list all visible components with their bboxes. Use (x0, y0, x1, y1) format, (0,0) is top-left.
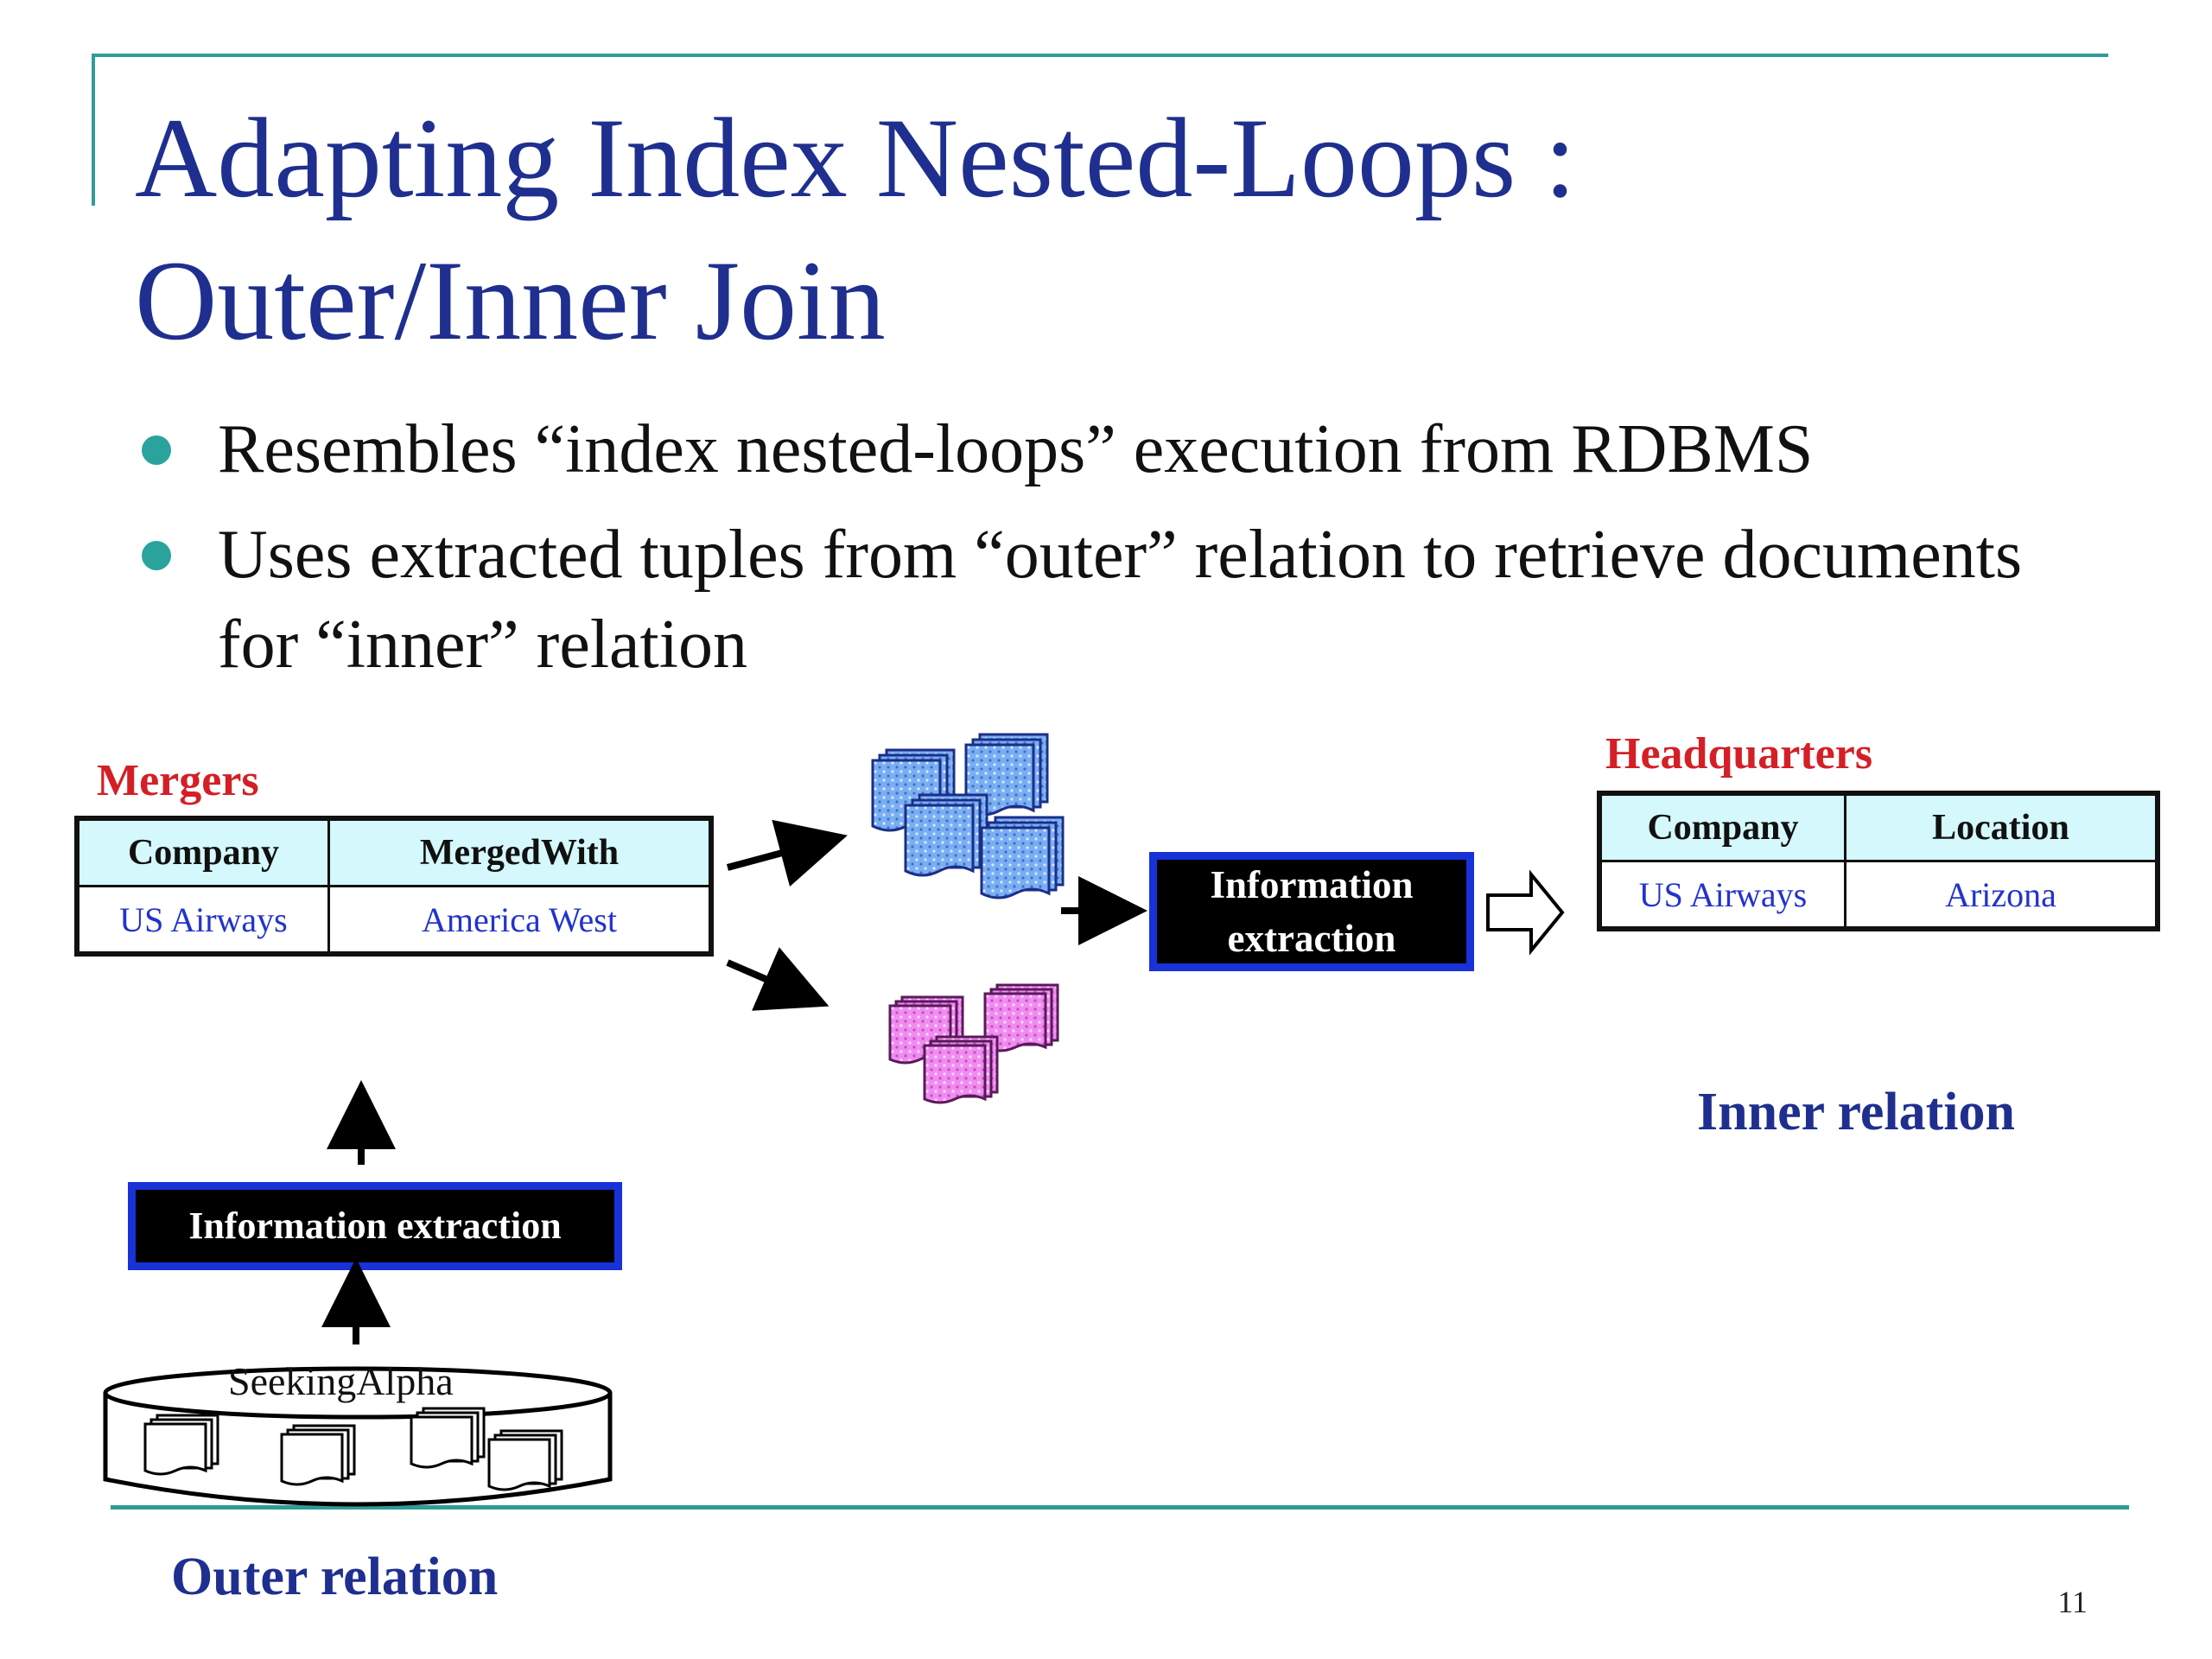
table-cell: Arizona (1844, 862, 2155, 926)
table-header-row: Company MergedWith (79, 821, 709, 887)
arrow-to-pink-docs (726, 947, 830, 1011)
table-cell: US Airways (119, 899, 288, 939)
table-header-cell: Company (1647, 808, 1799, 848)
arrow-to-blue-docs (726, 819, 848, 887)
table-header-cell: Location (1844, 796, 2155, 860)
pink-document-stacks (888, 983, 1059, 1104)
bullet-item: Resembles “index nested-loops” execution… (142, 404, 2032, 494)
bullet-text: Resembles “index nested-loops” execution… (218, 411, 1814, 487)
information-extraction-box-right: Information extraction (1149, 852, 1474, 971)
table-header-row: Company Location (1602, 796, 2155, 862)
inner-relation-label: Inner relation (1697, 1083, 2016, 1141)
database-label: SeekingAlpha (228, 1359, 454, 1403)
bullet-item: Uses extracted tuples from “outer” relat… (142, 510, 2032, 690)
blue-document-stacks (871, 733, 1065, 899)
table-row: US Airways America West (79, 887, 709, 951)
mergers-title: Mergers (97, 756, 259, 805)
frame-left-line (92, 54, 95, 206)
table-header-cell: MergedWith (327, 821, 709, 885)
headquarters-title: Headquarters (1605, 729, 1873, 779)
bullet-dot-icon (142, 435, 171, 465)
slide-title-line-1: Adapting Index Nested-Loops : (135, 94, 1576, 221)
bullet-dot-icon (142, 541, 171, 570)
table-cell: US Airways (1638, 874, 1808, 914)
table-row: US Airways Arizona (1602, 862, 2155, 926)
bullet-text: Uses extracted tuples from “outer” relat… (218, 517, 2023, 683)
ie-box-label: Information extraction (1210, 863, 1414, 960)
mergers-table: Company MergedWith US Airways America We… (74, 816, 714, 957)
page-number: 11 (2057, 1585, 2088, 1619)
table-cell: America West (327, 887, 709, 951)
hollow-arrow-right-icon (1486, 869, 1565, 956)
table-header-cell: Company (127, 833, 280, 873)
headquarters-table: Company Location US Airways Arizona (1597, 791, 2160, 931)
frame-top-line (92, 54, 2108, 57)
seekingalpha-database-icon (103, 1366, 613, 1507)
ie-box-label: Information extraction (188, 1205, 562, 1247)
outer-relation-label: Outer relation (171, 1548, 499, 1606)
slide-title: Adapting Index Nested-Loops : Outer/Inne… (135, 86, 2036, 372)
slide-title-line-2: Outer/Inner Join (135, 237, 886, 364)
frame-bottom-line (111, 1505, 2129, 1510)
